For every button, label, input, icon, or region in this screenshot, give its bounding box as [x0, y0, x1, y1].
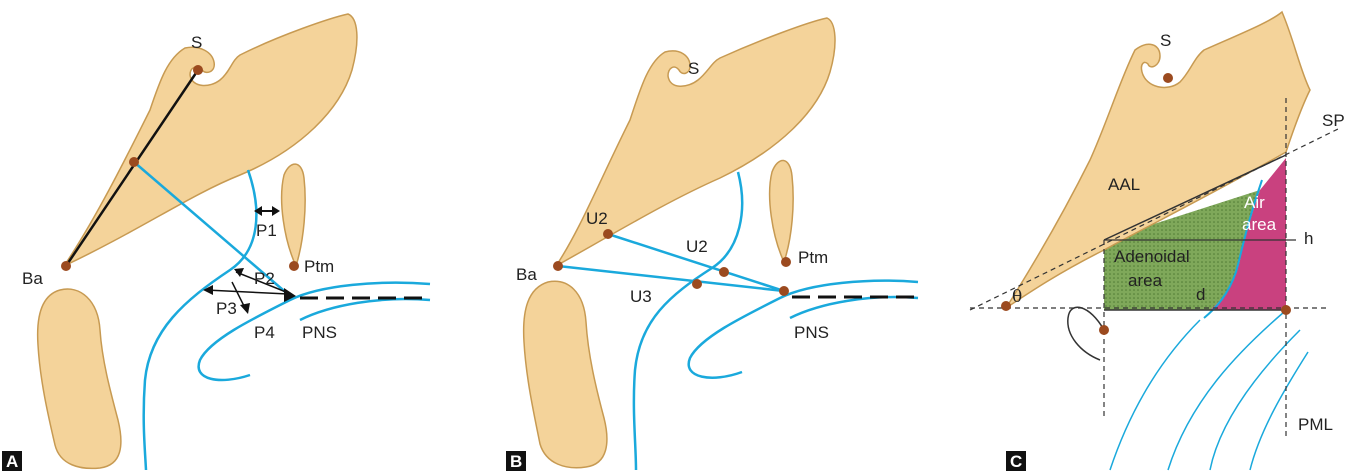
u2-top-point	[603, 229, 613, 239]
p3-arrow	[206, 290, 288, 294]
mid-point	[129, 157, 139, 167]
label-s: S	[191, 33, 202, 52]
palate-lower-line	[790, 297, 918, 318]
panel-c-letter: C	[1010, 452, 1022, 471]
ba-point	[61, 261, 71, 271]
p2-arrowhead	[234, 268, 244, 277]
ptm-bone	[770, 160, 793, 262]
label-p3: P3	[216, 299, 237, 318]
ba-point	[553, 261, 563, 271]
label-ba: Ba	[516, 265, 537, 284]
ptm-bone	[282, 164, 305, 266]
label-p2: P2	[254, 269, 275, 288]
origin-point	[1001, 301, 1011, 311]
label-pns: PNS	[794, 323, 829, 342]
label-p1: P1	[256, 221, 277, 240]
label-adenoidal-2: area	[1128, 271, 1163, 290]
p4-arrowhead	[240, 303, 250, 314]
label-pml: PML	[1298, 415, 1333, 434]
ptm-point	[781, 257, 791, 267]
label-ptm: Ptm	[798, 248, 828, 267]
vertebra-bone	[524, 281, 607, 467]
label-theta: θ	[1012, 287, 1022, 307]
ba-pns-line	[558, 266, 784, 291]
s-point	[193, 65, 203, 75]
u2-mid-point	[719, 267, 729, 277]
label-adenoidal-1: Adenoidal	[1114, 247, 1190, 266]
label-u2-top: U2	[586, 209, 608, 228]
pharyngeal-line-4	[1250, 352, 1308, 470]
panel-b-letter: B	[510, 452, 522, 471]
label-u3: U3	[630, 287, 652, 306]
pns-point	[779, 286, 789, 296]
ptm-point	[289, 261, 299, 271]
label-s: S	[688, 59, 699, 78]
label-air-area-2: area	[1242, 215, 1277, 234]
panel-c: S SP AAL Air area h Adenoidal area d θ P…	[970, 12, 1345, 471]
palate-lower-line	[300, 299, 430, 320]
label-ptm: Ptm	[304, 257, 334, 276]
ptm-outline	[1068, 307, 1104, 360]
label-air-area-1: Air	[1244, 193, 1265, 212]
label-aal: AAL	[1108, 175, 1140, 194]
label-pns: PNS	[302, 323, 337, 342]
p1-arrowhead-right	[272, 206, 280, 216]
u3-point	[692, 279, 702, 289]
vertebra-bone	[38, 289, 121, 468]
panel-a-letter: A	[6, 452, 18, 471]
label-sp: SP	[1322, 111, 1345, 130]
label-h: h	[1304, 229, 1313, 248]
label-s: S	[1160, 31, 1171, 50]
label-u2-mid: U2	[686, 237, 708, 256]
panel-a: S Ba Ptm PNS P1 P2 P3 P4 A	[2, 14, 430, 471]
pharyngeal-line-1	[1110, 320, 1200, 470]
cranial-base-bone	[556, 18, 835, 266]
panel-b: S Ba Ptm PNS U2 U2 U3 B	[506, 18, 918, 471]
pharyngeal-wall-line	[634, 172, 742, 470]
pns-point	[1281, 305, 1291, 315]
ba-perp-point	[1099, 325, 1109, 335]
s-point	[1163, 73, 1173, 83]
label-d: d	[1196, 285, 1205, 304]
label-ba: Ba	[22, 269, 43, 288]
label-p4: P4	[254, 323, 275, 342]
